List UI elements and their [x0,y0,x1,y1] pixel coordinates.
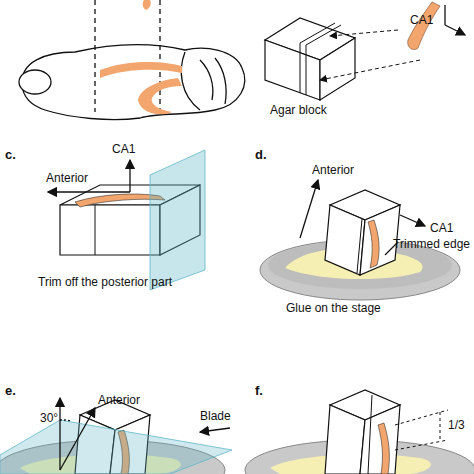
axis-label: CA1 [410,14,433,27]
axis-label: Anterior [312,164,354,177]
panel-label: e. [5,384,16,398]
fraction-label: 1/3 [448,419,465,432]
panel-label: f. [255,384,263,398]
part-label: Blade [200,410,231,423]
axis-label: CA1 [430,222,453,235]
panel-label: c. [5,148,16,162]
step-note: Glue on the stage [286,302,381,315]
angle-label: 30° [40,412,58,425]
axis-label: CA1 [112,143,135,156]
part-label: Agar block [270,104,327,117]
panel-label: d. [255,148,267,162]
axis-label: Anterior [46,172,88,185]
step-note: Trim off the posterior part [38,276,172,289]
part-label: Trimmed edge [393,238,470,251]
axis-label: Anterior [98,394,140,407]
